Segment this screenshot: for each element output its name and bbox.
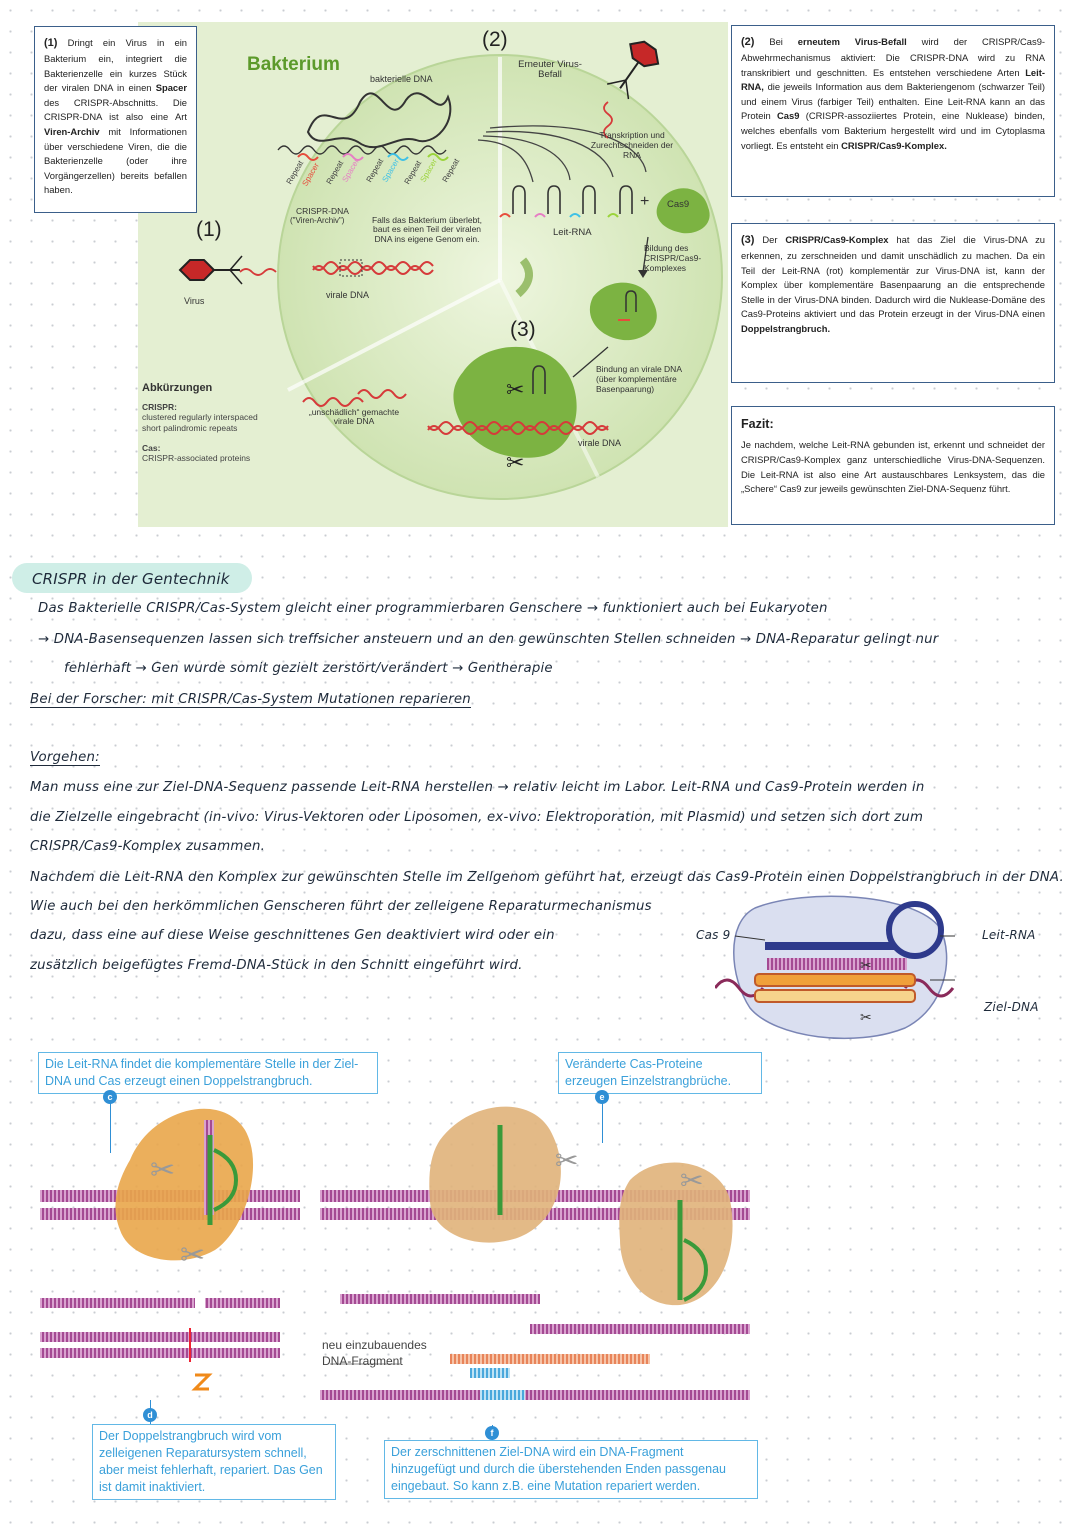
caption-e: Veränderte Cas-Proteine erzeugen Einzels… (558, 1052, 762, 1094)
badge-d: d (143, 1408, 157, 1422)
bindung-label: Bindung an virale DNA (über komplementär… (596, 364, 700, 395)
viren-archiv-label: ("Viren-Archiv") (290, 216, 344, 225)
vorgehen-line-4: Nachdem die Leit-RNA den Komplex zur gew… (30, 870, 1064, 885)
svg-text:✂: ✂ (555, 1144, 578, 1177)
unschaedlich-label: „unschädlich“ gemachte virale DNA (298, 408, 410, 427)
infobox2-number: (2) (741, 36, 754, 48)
abbreviations: Abkürzungen CRISPR: clustered regularly … (142, 382, 262, 464)
infobox-step-3: (3) Der CRISPR/Cas9-Komplex hat das Ziel… (731, 223, 1055, 383)
infobox1-archiv: Viren-Archiv (44, 126, 100, 137)
vorgehen-label: Vorgehen: (30, 750, 100, 766)
falls-label: Falls das Bakterium überlebt, baut es ei… (366, 216, 488, 244)
infobox-step-1: (1) Dringt ein Virus in ein Bakterium ei… (34, 26, 197, 213)
cas-definition: CRISPR-associated proteins (142, 453, 262, 464)
notes-heading: CRISPR in der Gentechnik (32, 570, 230, 588)
virale-dna-label-2: virale DNA (578, 438, 621, 448)
svg-text:✂: ✂ (180, 1238, 205, 1273)
vorgehen-line-7: zusätzlich beigefügtes Fremd-DNA-Stück i… (30, 958, 523, 973)
fazit-text: Je nachdem, welche Leit-RNA gebunden ist… (741, 438, 1045, 496)
step-2-label: (2) (482, 28, 508, 52)
svg-text:✂: ✂ (506, 378, 524, 403)
step-3-label: (3) (510, 318, 536, 342)
infobox2-text-1: Bei (769, 36, 783, 47)
infobox1-number: (1) (44, 37, 57, 49)
infobox2-bold-1: erneutem Virus-Befall (798, 36, 907, 47)
infobox3-bold-1: CRISPR/Cas9-Komplex (785, 234, 888, 245)
sketch-leit-rna-label: Leit-RNA (982, 928, 1036, 942)
crispr-definition: clustered regularly interspaced short pa… (142, 412, 262, 435)
vorgehen-line-1: Man muss eine zur Ziel-DNA-Sequenz passe… (30, 780, 924, 795)
vorgehen-line-5: Wie auch bei den herkömmlichen Genschere… (30, 899, 652, 914)
neu-fragment-label: neu einzubauendes DNA-Fragment (322, 1338, 452, 1369)
infobox1-spacer: Spacer (156, 82, 187, 93)
caption-d: Der Doppelstrangbruch wird vom zelleigen… (92, 1424, 336, 1500)
infobox2-bold-3: Cas9 (777, 110, 799, 121)
notes-line-3: fehlerhaft → Gen wurde somit gezielt zer… (64, 661, 553, 676)
vorgehen-line-6: dazu, dass eine auf diese Weise geschnit… (30, 928, 555, 943)
notes-line-2: → DNA-Basensequenzen lassen sich treffsi… (38, 632, 938, 647)
virus-label: Virus (184, 296, 204, 306)
crispr-dna-label: CRISPR-DNA (296, 206, 349, 216)
svg-text:✂: ✂ (860, 958, 872, 974)
caption-f: Der zerschnittenen Ziel-DNA wird ein DNA… (384, 1440, 758, 1499)
crispr-term: CRISPR: (142, 402, 262, 412)
sketch-cas9-label: Cas 9 (696, 928, 730, 942)
infobox2-bold-4: CRISPR/Cas9-Komplex. (841, 140, 947, 151)
caption-c: Die Leit-RNA findet die komplementäre St… (38, 1052, 378, 1094)
svg-text:✂: ✂ (680, 1164, 703, 1197)
notes-line-4: Bei der Forscher: mit CRISPR/Cas-System … (30, 692, 471, 708)
svg-text:✂: ✂ (860, 1010, 872, 1026)
sketch-ziel-dna-label: Ziel-DNA (984, 1000, 1039, 1014)
step-1-label: (1) (196, 218, 222, 242)
erneuter-label: Erneuter Virus-Befall (510, 60, 590, 81)
notes-line-1: Das Bakterielle CRISPR/Cas-System gleich… (38, 601, 828, 616)
badge-e: e (595, 1090, 609, 1104)
infobox-step-2: (2) Bei erneutem Virus-Befall wird der C… (731, 25, 1055, 197)
abbreviations-title: Abkürzungen (142, 382, 262, 394)
infobox3-bold-2: Doppelstrangbruch. (741, 323, 830, 334)
badge-c: c (103, 1090, 117, 1104)
connector-e (602, 1098, 603, 1143)
cas9-sketch: ✂ ✂ (715, 888, 955, 1048)
plus-label: + (640, 193, 649, 211)
svg-text:✂: ✂ (150, 1153, 175, 1188)
bakterium-label: Bakterium (247, 54, 340, 76)
leit-rna-label: Leit-RNA (553, 227, 592, 238)
svg-text:✂: ✂ (506, 451, 524, 476)
connector-c (110, 1098, 111, 1153)
bildung-label: Bildung des CRISPR/Cas9-Komplexes (644, 243, 710, 274)
fazit-title: Fazit: (741, 415, 1045, 434)
infobox3-number: (3) (741, 234, 754, 246)
cas9-label: Cas9 (667, 199, 689, 210)
badge-f: f (485, 1426, 499, 1440)
cas-term: Cas: (142, 443, 262, 453)
bakterielle-dna-label: bakterielle DNA (370, 74, 433, 84)
virale-dna-label: virale DNA (326, 290, 369, 300)
transkription-label: Transkription und Zurechtschneiden der R… (584, 130, 680, 161)
vorgehen-line-3: CRISPR/Cas9-Komplex zusammen. (30, 839, 265, 854)
vorgehen-line-2: die Zielzelle eingebracht (in-vivo: Viru… (30, 810, 923, 825)
infobox1-text-2: des CRISPR-Abschnitts. Die CRISPR-DNA is… (44, 97, 187, 123)
fazit-box: Fazit: Je nachdem, welche Leit-RNA gebun… (731, 406, 1055, 525)
infobox3-text-1: Der (762, 234, 777, 245)
